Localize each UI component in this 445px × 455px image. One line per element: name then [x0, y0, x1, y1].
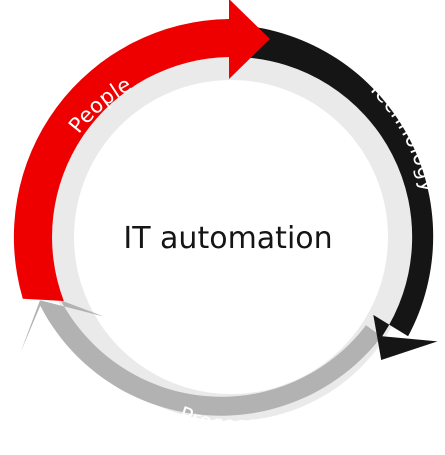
center-title: IT automation	[123, 221, 332, 256]
center-disc	[74, 80, 388, 394]
processes-arrow	[20, 300, 382, 416]
people-arrow	[13, 0, 270, 301]
technology-arrow	[238, 25, 438, 360]
